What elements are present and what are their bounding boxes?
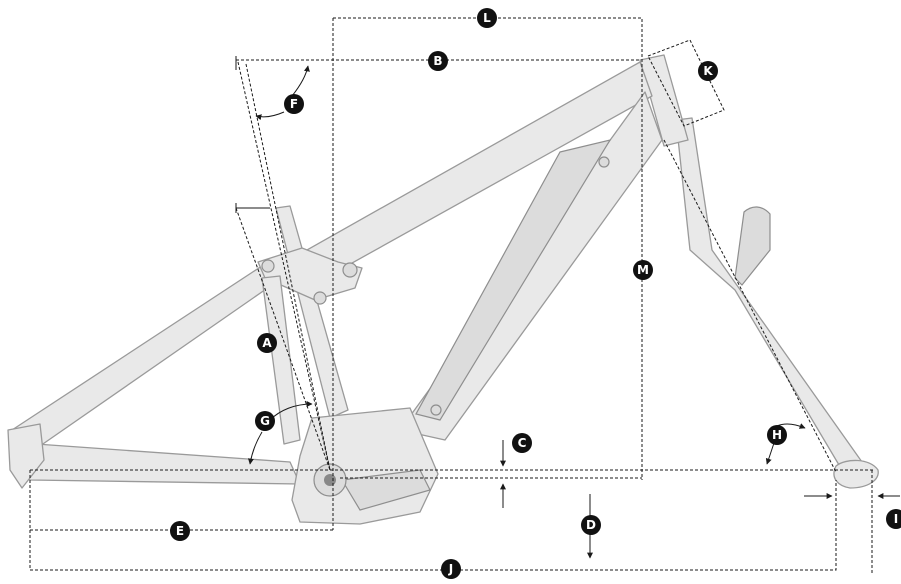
badge-h: H <box>767 425 787 445</box>
svg-text:I: I <box>894 512 898 526</box>
badge-g: G <box>255 411 275 431</box>
svg-text:C: C <box>518 436 527 450</box>
svg-text:L: L <box>483 11 491 25</box>
head-tube <box>639 54 689 147</box>
svg-text:D: D <box>586 518 596 532</box>
badge-b: B <box>428 51 448 71</box>
badge-k: K <box>698 61 718 81</box>
badge-i: I <box>886 509 901 529</box>
badge-a: A <box>257 333 277 353</box>
badge-l: L <box>477 8 497 28</box>
rear-shock <box>261 275 301 445</box>
badge-m: M <box>633 260 653 280</box>
bolt-hole <box>430 404 442 416</box>
seat-stay <box>11 261 283 447</box>
svg-text:G: G <box>260 414 270 428</box>
badge-j: J <box>441 559 461 579</box>
dimension-lines <box>29 17 900 575</box>
svg-text:K: K <box>703 64 713 78</box>
bike-frame <box>7 54 879 525</box>
bolt-hole <box>598 156 610 168</box>
rear-dropout <box>7 423 45 489</box>
svg-text:F: F <box>290 97 298 111</box>
svg-text:B: B <box>433 54 442 68</box>
fork <box>675 117 879 489</box>
svg-text:H: H <box>772 428 782 442</box>
svg-text:J: J <box>448 562 453 576</box>
badge-c: C <box>512 433 532 453</box>
badge-d: D <box>581 515 601 535</box>
svg-text:E: E <box>176 524 184 538</box>
battery-cover <box>415 139 612 421</box>
badge-e: E <box>170 521 190 541</box>
svg-text:M: M <box>637 263 649 277</box>
chain-stay <box>13 435 301 485</box>
svg-text:A: A <box>262 336 272 350</box>
badge-f: F <box>284 94 304 114</box>
